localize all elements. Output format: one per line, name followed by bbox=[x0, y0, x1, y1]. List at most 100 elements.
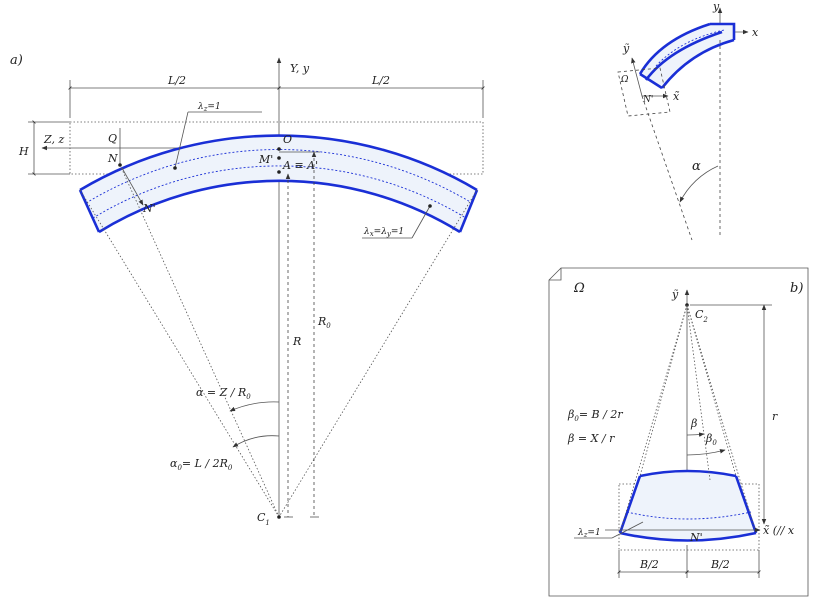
radial-line-n bbox=[119, 164, 280, 518]
point-n-label: N bbox=[107, 152, 118, 165]
b-radial-right-top bbox=[686, 304, 737, 477]
inset-y-label: y bbox=[712, 0, 720, 13]
b-half-right: B/2 bbox=[710, 558, 730, 571]
radial-line-right bbox=[278, 189, 478, 518]
lambda-top-leader bbox=[174, 111, 189, 169]
b-xtilde-label: x̃ (// x bbox=[763, 524, 795, 537]
alpha-eq-main: α = Z / R bbox=[196, 386, 246, 399]
b-c2-label: C2 bbox=[695, 308, 708, 324]
inset-omega-label: Ω bbox=[620, 75, 629, 85]
point-o bbox=[277, 147, 281, 151]
lambda-bot-label: λx=λy=1 bbox=[363, 227, 404, 238]
bent-beam-right-end bbox=[458, 189, 479, 233]
b-lambda-label: λz=1 bbox=[577, 528, 601, 539]
panel-b-fold bbox=[549, 268, 562, 281]
dim-right-label: L/2 bbox=[371, 74, 390, 87]
alpha0-sub: 0 bbox=[177, 464, 182, 472]
lambda-top-point bbox=[173, 166, 177, 170]
point-c1 bbox=[277, 515, 281, 519]
alpha-eq-sub: 0 bbox=[246, 393, 251, 401]
b-beta-eq: β = X / r bbox=[567, 432, 615, 445]
lambda-bot-leader bbox=[411, 205, 431, 239]
lambda-bot-point bbox=[428, 204, 432, 208]
alpha-arc bbox=[229, 401, 280, 412]
r-label: R bbox=[292, 335, 301, 348]
b-beta0-eq: β0= B / 2r bbox=[567, 408, 623, 423]
c1-sym: C bbox=[257, 511, 266, 524]
point-m-label: M' bbox=[258, 153, 273, 166]
z-axis-label: Z, z bbox=[43, 133, 64, 146]
c1-label: C1 bbox=[257, 511, 270, 527]
b-section-top bbox=[639, 469, 737, 478]
b-beta0-eq-sub: 0 bbox=[574, 415, 579, 423]
b-ytilde-label: ỹ bbox=[671, 288, 679, 301]
alpha0-eq-sub: 0 bbox=[228, 464, 233, 472]
lambda-bot-sub1: x bbox=[370, 230, 374, 238]
alpha0-eq-main: = L / 2R bbox=[182, 457, 228, 470]
b-lambda-rest: =1 bbox=[587, 528, 600, 538]
b-beta0-label: β0 bbox=[705, 432, 717, 447]
inset-3d: y x O Ω x̃ ỹ N' α bbox=[617, 0, 759, 241]
r0-sub: 0 bbox=[326, 322, 331, 330]
panel-a-label: a) bbox=[10, 53, 23, 68]
lambda-bot-sub2: y bbox=[386, 230, 392, 238]
inset-beam-bottom bbox=[660, 38, 735, 89]
point-q-label: Q bbox=[108, 132, 117, 145]
lambda-bot-sym1: λ bbox=[363, 227, 370, 237]
inset-x-label: x bbox=[752, 26, 759, 39]
b-radial-left-top bbox=[639, 304, 688, 477]
inset-ytilde-label: ỹ bbox=[622, 42, 630, 55]
lambda-top-sym: λ bbox=[197, 102, 204, 112]
inset-beam-neutral bbox=[655, 29, 725, 67]
b-section-bottom bbox=[619, 531, 757, 542]
b-radial-right bbox=[686, 304, 757, 534]
n-to-nprime-arrow bbox=[121, 167, 144, 206]
point-m bbox=[277, 156, 281, 160]
b-c2-sub: 2 bbox=[702, 316, 708, 324]
alpha0-arc bbox=[232, 435, 280, 448]
lambda-bot-mid: =λ bbox=[374, 227, 387, 237]
dim-left-label: L/2 bbox=[167, 74, 186, 87]
b-beta-arc bbox=[686, 432, 705, 437]
lambda-top-label: λz=1 bbox=[197, 102, 221, 113]
b-r-label: r bbox=[772, 410, 778, 423]
b-radial-beta bbox=[686, 304, 711, 481]
neutral-arc-1 bbox=[85, 149, 473, 204]
r0-label: R0 bbox=[317, 315, 331, 330]
b-n-label: N' bbox=[689, 531, 703, 544]
b-beta0-eq-sym: β bbox=[567, 408, 574, 421]
inset-xtilde-label: x̃ bbox=[673, 90, 680, 103]
point-a bbox=[277, 170, 281, 174]
b-lambda-leader bbox=[611, 521, 644, 539]
b-section-left bbox=[618, 475, 642, 534]
inset-beam-cut bbox=[639, 72, 663, 90]
point-a-label: A ≡ A' bbox=[282, 159, 318, 172]
b-beta0-eq-rest: = B / 2r bbox=[579, 408, 623, 421]
alpha0-eq: α0= L / 2R0 bbox=[170, 457, 233, 472]
inset-beam-end bbox=[710, 22, 736, 40]
bent-beam-outer-edge bbox=[79, 134, 478, 192]
inset-alpha-label: α bbox=[692, 159, 701, 174]
inset-beam-fill bbox=[640, 24, 734, 88]
h-label: H bbox=[18, 145, 29, 158]
alpha0-sym: α bbox=[170, 457, 178, 470]
b-beta0-sub: 0 bbox=[712, 439, 717, 447]
bent-beam-fill bbox=[80, 135, 477, 232]
lambda-bot-rest: =1 bbox=[391, 227, 404, 237]
b-section-fill bbox=[620, 471, 756, 541]
inset-beam-mid bbox=[644, 30, 723, 81]
b-lambda-sub: z bbox=[583, 531, 588, 539]
b-c2-sym: C bbox=[695, 308, 704, 321]
lambda-top-rest: =1 bbox=[207, 102, 220, 112]
b-half-left: B/2 bbox=[639, 558, 659, 571]
point-o-label: O bbox=[283, 133, 292, 146]
point-nprime-label: N' bbox=[142, 202, 156, 215]
point-n bbox=[118, 163, 122, 167]
inset-beam-top bbox=[638, 22, 711, 75]
inset-omega-plane bbox=[617, 67, 671, 117]
b-beta-label: β bbox=[690, 417, 697, 430]
lambda-top-sub: z bbox=[203, 105, 208, 113]
b-section-right bbox=[734, 475, 758, 534]
panel-b-omega: Ω bbox=[573, 281, 585, 296]
